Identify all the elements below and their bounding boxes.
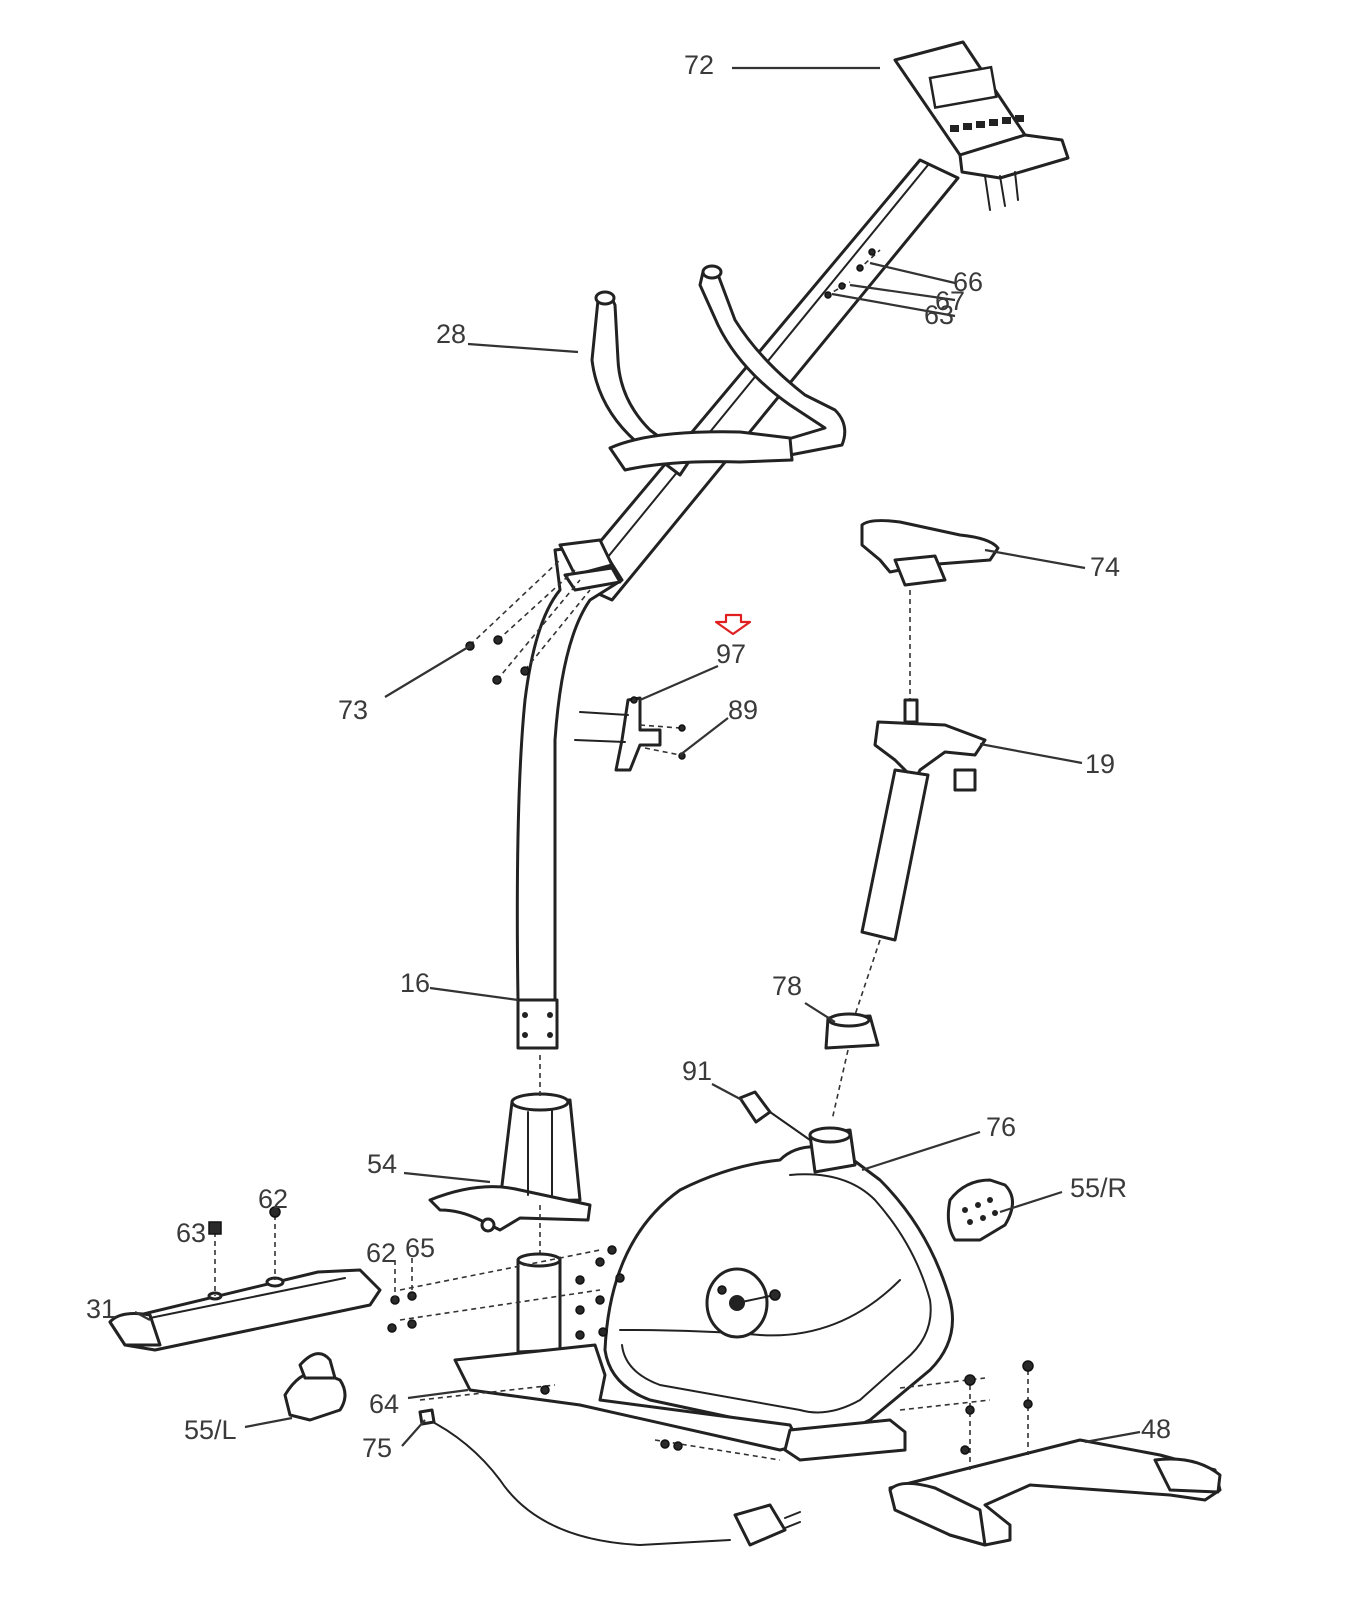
seat-slider-part: [873, 698, 987, 792]
part-label-91: 91: [682, 1056, 713, 1086]
console-part: [893, 40, 1070, 211]
part-label-28: 28: [436, 319, 467, 349]
part-label-65: 65: [405, 1233, 436, 1263]
power-adapter-part: [418, 1408, 801, 1547]
upright-mount-part: [428, 1055, 592, 1255]
part-label-89: 89: [728, 695, 759, 725]
part-label-16: 16: [400, 968, 431, 998]
part-label-48: 48: [1141, 1414, 1172, 1444]
part-label-72: 72: [684, 50, 715, 80]
front-stabilizer-part: [108, 1206, 417, 1352]
rear-stabilizer-part: [888, 1360, 1222, 1547]
leader-lines: [134, 66, 1141, 1447]
part-label-31: 31: [86, 1294, 117, 1324]
saddle-part: [860, 519, 1000, 700]
main-frame-part: [603, 1126, 954, 1435]
base-frame-part: [399, 1245, 991, 1462]
part-label-75: 75: [362, 1433, 393, 1463]
part-label-74: 74: [1090, 552, 1121, 582]
part-label-97: 97: [716, 639, 747, 669]
part-label-63-top: 63: [924, 300, 955, 330]
part-label-54: 54: [367, 1149, 398, 1179]
pedal-left-part: [283, 1352, 347, 1422]
part-label-62-left: 62: [258, 1184, 289, 1214]
bracket-part-97: [574, 696, 686, 772]
down-arrow-icon: [714, 613, 752, 636]
part-label-66: 66: [953, 267, 984, 297]
part-label-78: 78: [772, 971, 803, 1001]
bolts-66-67-63: [824, 248, 881, 299]
part-label-19: 19: [1085, 749, 1116, 779]
seat-post-part: [854, 768, 930, 1016]
handlebar-part: [590, 264, 847, 477]
power-socket-part: [738, 1090, 811, 1141]
part-label-76: 76: [986, 1112, 1017, 1142]
part-label-62-mid: 62: [366, 1238, 397, 1268]
bushing-part-78: [824, 1012, 880, 1121]
part-label-55-l: 55/L: [184, 1415, 237, 1445]
part-label-73: 73: [338, 695, 369, 725]
part-label-67: 67: [935, 286, 966, 316]
part-label-64: 64: [369, 1389, 400, 1419]
part-label-55-r: 55/R: [1070, 1173, 1128, 1203]
part-label-63-left: 63: [176, 1218, 207, 1248]
front-upright-part: [515, 538, 624, 1050]
pedal-right-part: [946, 1178, 1014, 1242]
